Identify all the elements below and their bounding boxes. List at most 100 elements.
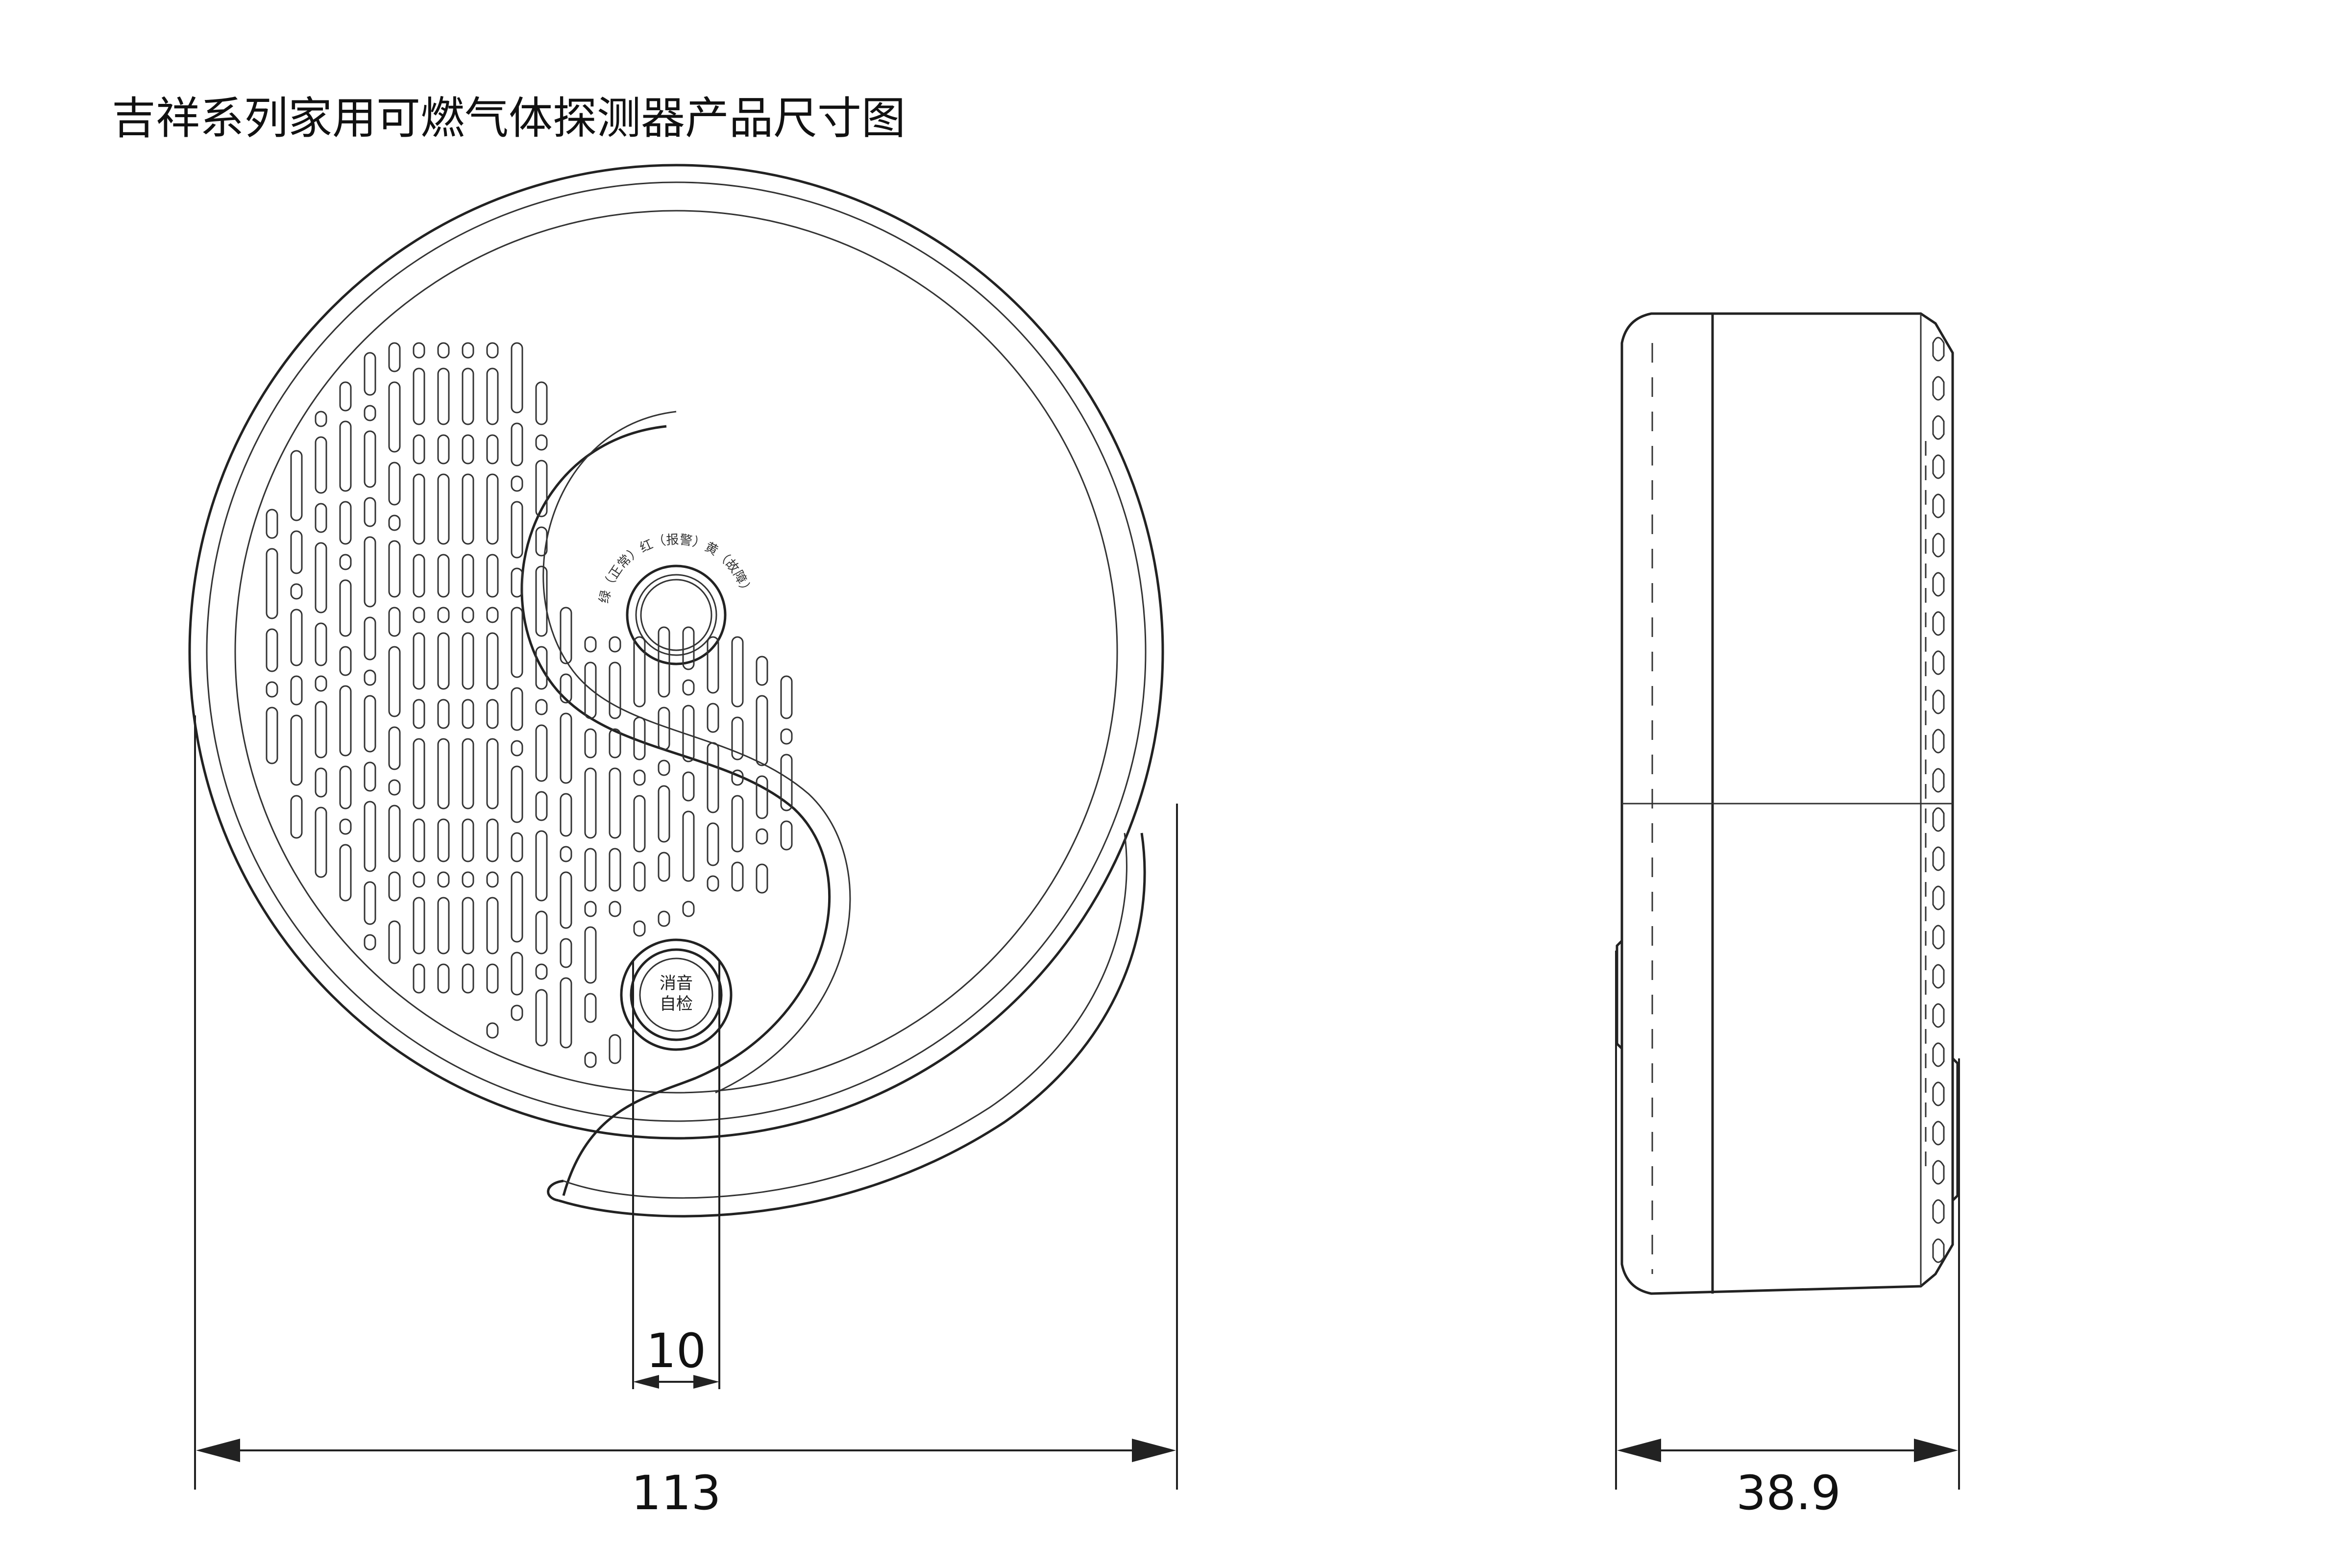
vent-slot <box>682 901 695 917</box>
vent-slot <box>682 810 695 882</box>
vent-slot <box>462 434 474 465</box>
vent-slot <box>437 473 450 545</box>
vent-slot <box>266 548 278 619</box>
vent-slot <box>535 791 548 821</box>
inner-rim <box>206 181 1147 1122</box>
vent-slot <box>756 775 768 819</box>
vent-slot <box>364 761 376 792</box>
vent-slot <box>682 705 695 762</box>
mute-test-button[interactable]: 消音 自检 <box>620 938 733 1051</box>
vent-slot <box>339 685 352 757</box>
vent-slot <box>315 411 327 427</box>
vent-slot <box>633 861 646 892</box>
vent-slot <box>290 609 303 666</box>
vent-slot <box>609 767 621 839</box>
vent-slot <box>290 583 303 600</box>
side-vent-slot <box>1932 1160 1945 1185</box>
vent-slot <box>780 754 793 811</box>
vent-slot <box>731 795 744 853</box>
vent-slot <box>388 805 401 862</box>
vent-slot <box>364 695 376 753</box>
vent-slot <box>609 1034 621 1064</box>
vent-slot <box>584 767 597 839</box>
vent-slot <box>437 434 450 465</box>
vent-slot <box>388 342 401 372</box>
vent-slot <box>511 740 523 757</box>
vent-slot <box>511 501 523 559</box>
vent-slot <box>707 703 719 733</box>
vent-slot <box>486 434 499 465</box>
side-vent-slot <box>1932 572 1945 597</box>
vent-slot <box>413 897 425 955</box>
vent-slot <box>413 963 425 994</box>
vent-slot <box>535 565 548 637</box>
vent-slot <box>413 342 425 359</box>
vent-slot <box>486 963 499 994</box>
side-vent-slot <box>1932 1238 1945 1263</box>
vent-slot <box>658 760 670 776</box>
vent-slot <box>756 695 768 766</box>
vent-slot <box>290 450 303 521</box>
side-vent-slot <box>1932 964 1945 989</box>
vent-slot <box>437 607 450 623</box>
vent-slot <box>707 822 719 866</box>
vent-slot <box>413 554 425 598</box>
side-vent-slot <box>1932 337 1945 362</box>
vent-slot <box>584 901 597 917</box>
vent-slot <box>315 807 327 878</box>
vent-slots <box>266 342 793 1068</box>
vent-slot <box>315 542 327 613</box>
vent-slot <box>364 801 376 872</box>
dimension-button-width: 10 <box>632 960 720 1389</box>
vent-slot <box>633 716 646 760</box>
vent-slot <box>388 646 401 717</box>
vent-slot <box>364 669 376 686</box>
vent-slot <box>535 963 548 980</box>
side-vent-slot <box>1932 807 1945 832</box>
side-vent-slot <box>1932 768 1945 793</box>
vent-slot <box>633 920 646 937</box>
side-vent-slot <box>1932 1081 1945 1106</box>
vent-slot <box>462 607 474 623</box>
vent-slot <box>560 846 572 862</box>
vent-slot <box>486 818 499 862</box>
vent-slot <box>437 699 450 729</box>
vent-slot <box>535 699 548 715</box>
vent-slot <box>584 1052 597 1068</box>
vent-slot <box>462 897 474 955</box>
vent-slot <box>315 436 327 494</box>
vent-slot <box>388 726 401 770</box>
vent-slot <box>339 844 352 902</box>
vent-slot <box>462 738 474 809</box>
side-vent-slot <box>1932 454 1945 479</box>
vent-slot <box>535 989 548 1047</box>
vent-slot <box>339 818 352 835</box>
vent-slot <box>756 656 768 686</box>
vent-slot <box>437 871 450 888</box>
vent-slot <box>535 646 548 690</box>
vent-slot <box>707 636 719 694</box>
vent-slot <box>486 871 499 888</box>
vent-slot <box>731 769 744 786</box>
vent-slot <box>339 765 352 809</box>
side-view <box>1616 312 1959 1295</box>
side-vent-slot <box>1932 689 1945 714</box>
vent-slot <box>462 342 474 359</box>
vent-slot <box>437 818 450 862</box>
face-ring <box>234 210 1118 1094</box>
vent-slot <box>609 848 621 892</box>
vent-slot <box>682 679 695 696</box>
vent-slot <box>511 1004 523 1021</box>
vent-slot <box>364 352 376 396</box>
side-vent-slot <box>1932 1121 1945 1146</box>
vent-slot <box>437 554 450 598</box>
vent-slot <box>511 952 523 996</box>
vent-slot <box>535 830 548 902</box>
vent-slot <box>756 828 768 845</box>
side-vent-slot <box>1932 885 1945 910</box>
vent-slot <box>290 530 303 574</box>
vent-slot <box>584 662 597 719</box>
vent-slot <box>266 681 278 698</box>
vent-slot <box>290 714 303 786</box>
